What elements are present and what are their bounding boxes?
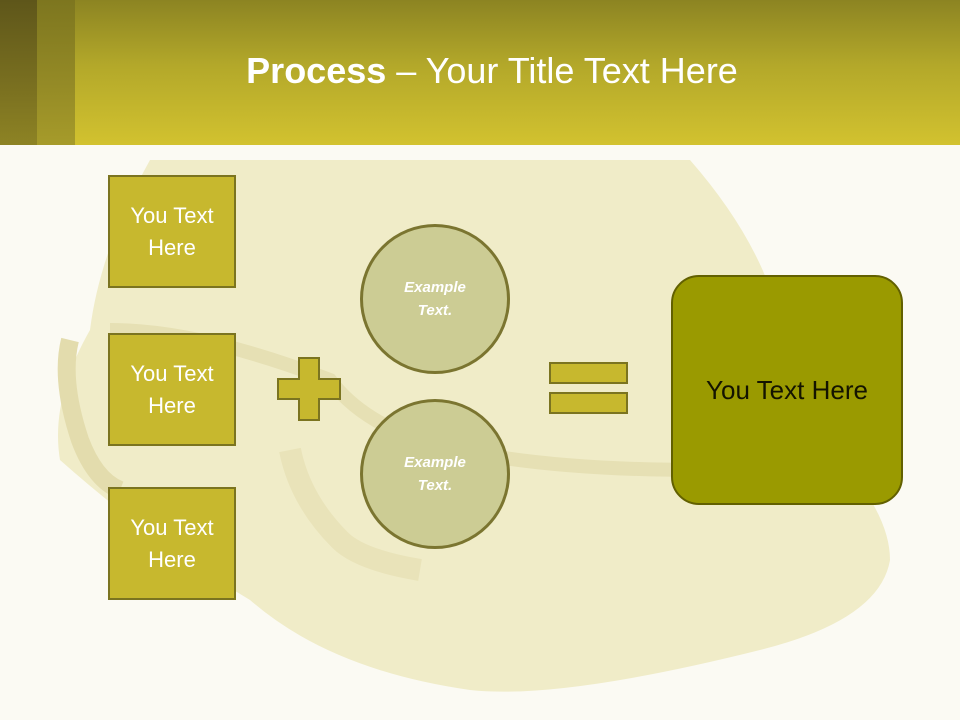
title-bold-part: Process <box>246 50 387 91</box>
title-rest-part: – Your Title Text Here <box>386 50 738 91</box>
input-box-text: You Text Here <box>130 514 214 572</box>
input-box: You Text Here <box>108 175 236 288</box>
example-circle-text: Example Text. <box>404 454 466 494</box>
input-box-text: You Text Here <box>130 360 214 418</box>
equals-icon <box>549 362 628 414</box>
header-bar: Process – Your Title Text Here <box>0 0 960 145</box>
example-circle: Example Text. <box>360 399 510 549</box>
result-box: You Text Here <box>671 275 903 505</box>
plus-icon <box>277 357 341 421</box>
input-box: You Text Here <box>108 487 236 600</box>
slide-title: Process – Your Title Text Here <box>0 50 960 92</box>
input-box-text: You Text Here <box>130 202 214 260</box>
result-box-text: You Text Here <box>706 374 868 405</box>
input-box: You Text Here <box>108 333 236 446</box>
example-circle: Example Text. <box>360 224 510 374</box>
header-accent-strip <box>37 0 75 145</box>
header-accent-strip <box>0 0 37 145</box>
example-circle-text: Example Text. <box>404 279 466 319</box>
